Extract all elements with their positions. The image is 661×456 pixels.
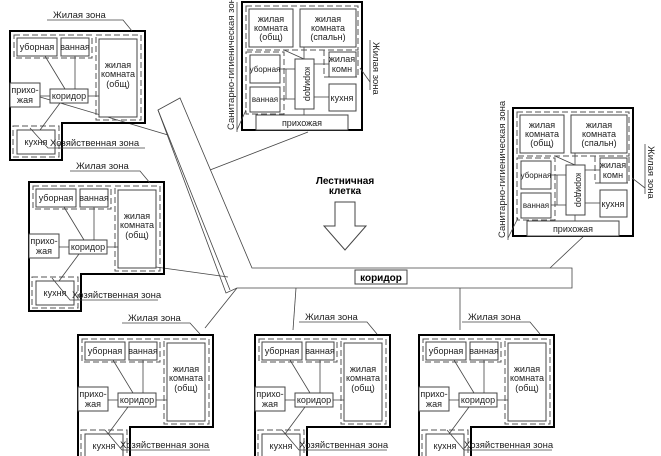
room-hall-1: прихо- — [11, 85, 38, 95]
room-living-3: (общ) — [515, 383, 539, 393]
zone-label-living: Жилая зона — [128, 313, 181, 324]
room-hall-2: жая — [426, 399, 442, 409]
room-bath: ванная — [523, 201, 549, 210]
zone-label-utility: Хозяйственная зона — [299, 440, 389, 451]
room-living-3: (общ) — [174, 383, 198, 393]
room-kitchen: кухня — [602, 199, 625, 209]
room-bath: ванная — [469, 346, 499, 356]
room-bedroom-1: жилая — [586, 120, 612, 130]
room-living-1: жилая — [173, 364, 199, 374]
room-toilet: уборная — [265, 346, 300, 356]
zone-label-utility: Хозяйственная зона — [120, 440, 210, 451]
small-apartment-3: уборная ванная прихо- жая коридор кухня … — [77, 334, 214, 456]
room-hall-2: жая — [17, 95, 33, 105]
room-living-1: жилая — [124, 211, 150, 221]
room-corridor: коридор — [461, 395, 495, 405]
room-living-common-1: жилая — [258, 14, 284, 24]
room-hall-1: прихо- — [420, 389, 447, 399]
room-corridor: коридор — [71, 242, 105, 252]
stairwell-label-1: Лестничная — [316, 176, 375, 187]
room-hall: прихожая — [553, 224, 593, 234]
room-living-small-2: комн — [603, 170, 623, 180]
small-apartment-1: уборная ванная прихо- жая коридор кухня … — [9, 30, 146, 161]
room-living-small-1: жилая — [329, 54, 355, 64]
zone-label-living: Жилая зона — [645, 146, 656, 199]
room-living-common-2: комната — [525, 129, 559, 139]
down-arrow-icon — [322, 201, 368, 251]
room-bedroom-3: (спальн) — [310, 32, 345, 42]
room-corridor: коридор — [52, 91, 86, 101]
zone-label-utility: Хозяйственная зона — [464, 440, 554, 451]
room-bedroom-1: жилая — [315, 14, 341, 24]
room-hall-2: жая — [36, 246, 52, 256]
room-toilet: уборная — [39, 193, 74, 203]
room-living-3: (общ) — [351, 383, 375, 393]
room-bath: ванная — [305, 346, 335, 356]
stairwell: Лестничная клетка — [316, 176, 375, 251]
room-corridor: коридор — [574, 173, 584, 207]
zone-label-utility: Хозяйственная зона — [72, 290, 162, 301]
room-living-common-3: (общ) — [530, 138, 554, 148]
room-kitchen: кухня — [331, 93, 354, 103]
room-kitchen: кухня — [25, 137, 48, 147]
small-apartment-2: уборная ванная прихо- жая коридор кухня … — [28, 181, 165, 312]
zone-label-living: Жилая зона — [305, 312, 358, 323]
room-toilet: уборная — [521, 171, 552, 180]
room-toilet: уборная — [20, 42, 55, 52]
room-living-2: комната — [101, 69, 135, 79]
room-hall-1: прихо- — [30, 236, 57, 246]
room-bedroom-2: комната — [311, 23, 345, 33]
room-kitchen: кухня — [270, 441, 293, 451]
room-corridor: коридор — [297, 395, 331, 405]
room-hall-1: прихо- — [256, 389, 283, 399]
room-kitchen: кухня — [44, 288, 67, 298]
room-living-3: (общ) — [125, 230, 149, 240]
room-living-common-3: (общ) — [259, 32, 283, 42]
zone-label-living: Жилая зона — [468, 312, 521, 323]
main-corridor-label: коридор — [360, 273, 402, 284]
room-bedroom-2: комната — [582, 129, 616, 139]
zone-label-sanitary: Санитарно-гигиеническая зона — [226, 0, 237, 130]
room-corridor: коридор — [120, 395, 154, 405]
room-hall: прихожая — [282, 118, 322, 128]
room-hall-2: жая — [262, 399, 278, 409]
room-living-common-2: комната — [254, 23, 288, 33]
large-apartment-1: жилая комната (общ) жилая комната (спаль… — [241, 1, 363, 131]
room-living-1: жилая — [105, 60, 131, 70]
room-bath: ванная — [128, 346, 158, 356]
room-living-2: комната — [169, 373, 203, 383]
room-living-small-1: жилая — [600, 160, 626, 170]
room-living-2: комната — [346, 373, 380, 383]
zone-label-living: Жилая зона — [370, 42, 381, 95]
room-living-2: комната — [510, 373, 544, 383]
room-kitchen: кухня — [434, 441, 457, 451]
small-apartment-4: уборная ванная прихо- жая коридор кухня … — [254, 334, 391, 456]
large-apartment-2: жилая комната (общ) жилая комната (спаль… — [512, 107, 634, 237]
room-toilet: уборная — [250, 65, 281, 74]
room-living-1: жилая — [514, 364, 540, 374]
room-toilet: уборная — [429, 346, 464, 356]
room-bath: ванная — [79, 193, 109, 203]
room-bath: ванная — [60, 42, 90, 52]
room-living-1: жилая — [350, 364, 376, 374]
room-kitchen: кухня — [93, 441, 116, 451]
room-corridor: коридор — [303, 67, 313, 101]
room-bedroom-3: (спальн) — [581, 138, 616, 148]
room-toilet: уборная — [88, 346, 123, 356]
room-living-3: (общ) — [106, 79, 130, 89]
room-hall-1: прихо- — [79, 389, 106, 399]
main-corridor-label-box: коридор — [354, 269, 408, 285]
room-hall-2: жая — [85, 399, 101, 409]
zone-label-living: Жилая зона — [53, 10, 106, 21]
zone-label-living: Жилая зона — [76, 161, 129, 172]
room-living-common-1: жилая — [529, 120, 555, 130]
zone-label-sanitary: Санитарно-гигиеническая зона — [497, 100, 508, 238]
stairwell-label-2: клетка — [329, 186, 362, 197]
small-apartment-5: уборная ванная прихо- жая коридор кухня … — [418, 334, 555, 456]
room-bath: ванная — [252, 95, 278, 104]
zone-label-utility: Хозяйственная зона — [50, 138, 140, 149]
room-living-2: комната — [120, 220, 154, 230]
room-living-small-2: комн — [332, 64, 352, 74]
